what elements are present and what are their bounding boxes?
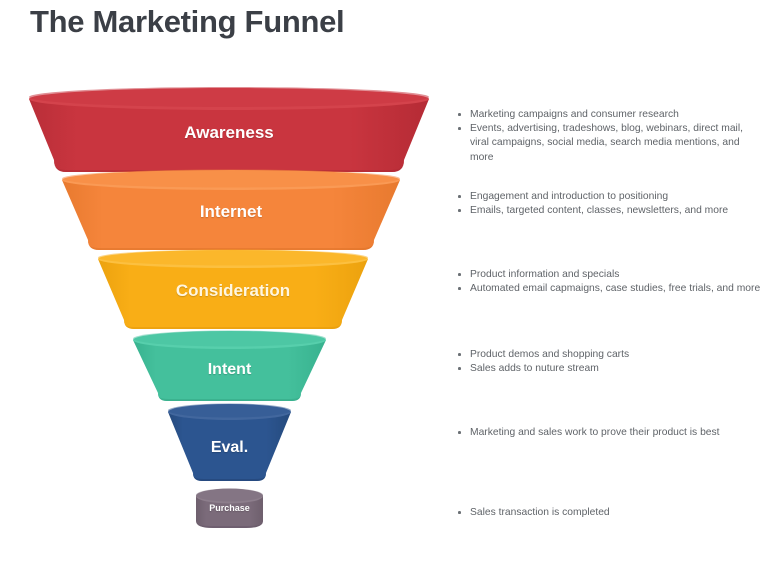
- bullet-icon: [458, 431, 461, 434]
- description-group-internet: Engagement and introduction to positioni…: [452, 190, 762, 218]
- description-item: Marketing and sales work to prove their …: [452, 426, 762, 440]
- bullet-icon: [458, 113, 461, 116]
- bullet-icon: [458, 127, 461, 130]
- description-item: Product demos and shopping carts: [452, 348, 762, 362]
- funnel-stage-consideration[interactable]: [98, 249, 368, 330]
- description-group-purchase: Sales transaction is completed: [452, 506, 762, 520]
- descriptions-column: Marketing campaigns and consumer researc…: [452, 0, 768, 561]
- description-text: Product demos and shopping carts: [470, 349, 630, 360]
- description-item: Product information and specials: [452, 268, 762, 282]
- description-item: Emails, targeted content, classes, newsl…: [452, 204, 762, 218]
- bullet-icon: [458, 353, 461, 356]
- description-item: Sales adds to nuture stream: [452, 362, 762, 376]
- bullet-icon: [458, 195, 461, 198]
- description-text: Sales transaction is completed: [470, 507, 610, 518]
- funnel-diagram: Awareness Internet Consideration Intent …: [29, 87, 429, 529]
- description-group-eval: Marketing and sales work to prove their …: [452, 426, 762, 440]
- page-title: The Marketing Funnel: [30, 4, 345, 39]
- description-text: Product information and specials: [470, 269, 620, 280]
- description-text: Marketing and sales work to prove their …: [470, 427, 720, 438]
- funnel-stage-intent[interactable]: [133, 330, 326, 402]
- description-item: Sales transaction is completed: [452, 506, 762, 520]
- description-text: Engagement and introduction to positioni…: [470, 191, 669, 202]
- bullet-icon: [458, 287, 461, 290]
- description-item: Marketing campaigns and consumer researc…: [452, 108, 762, 122]
- description-text: Automated email capmaigns, case studies,…: [470, 283, 761, 295]
- description-item: Automated email capmaigns, case studies,…: [452, 282, 762, 296]
- bullet-icon: [458, 273, 461, 276]
- description-text: Marketing campaigns and consumer researc…: [470, 109, 679, 120]
- description-text: Emails, targeted content, classes, newsl…: [470, 205, 729, 217]
- funnel-svg: [29, 87, 429, 529]
- description-group-awareness: Marketing campaigns and consumer researc…: [452, 108, 762, 165]
- bullet-icon: [458, 511, 461, 514]
- bullet-icon: [458, 209, 461, 212]
- bullet-icon: [458, 367, 461, 370]
- funnel-stage-eval[interactable]: [168, 403, 291, 482]
- description-text: Sales adds to nuture stream: [470, 363, 599, 375]
- funnel-stage-awareness[interactable]: [29, 87, 429, 172]
- description-group-consideration: Product information and specials Automat…: [452, 268, 762, 296]
- description-item: Events, advertising, tradeshows, blog, w…: [452, 122, 762, 165]
- description-text: Events, advertising, tradeshows, blog, w…: [470, 123, 743, 163]
- description-item: Engagement and introduction to positioni…: [452, 190, 762, 204]
- funnel-stage-internet[interactable]: [62, 169, 400, 251]
- funnel-stage-purchase[interactable]: [196, 488, 263, 529]
- description-group-intent: Product demos and shopping carts Sales a…: [452, 348, 762, 376]
